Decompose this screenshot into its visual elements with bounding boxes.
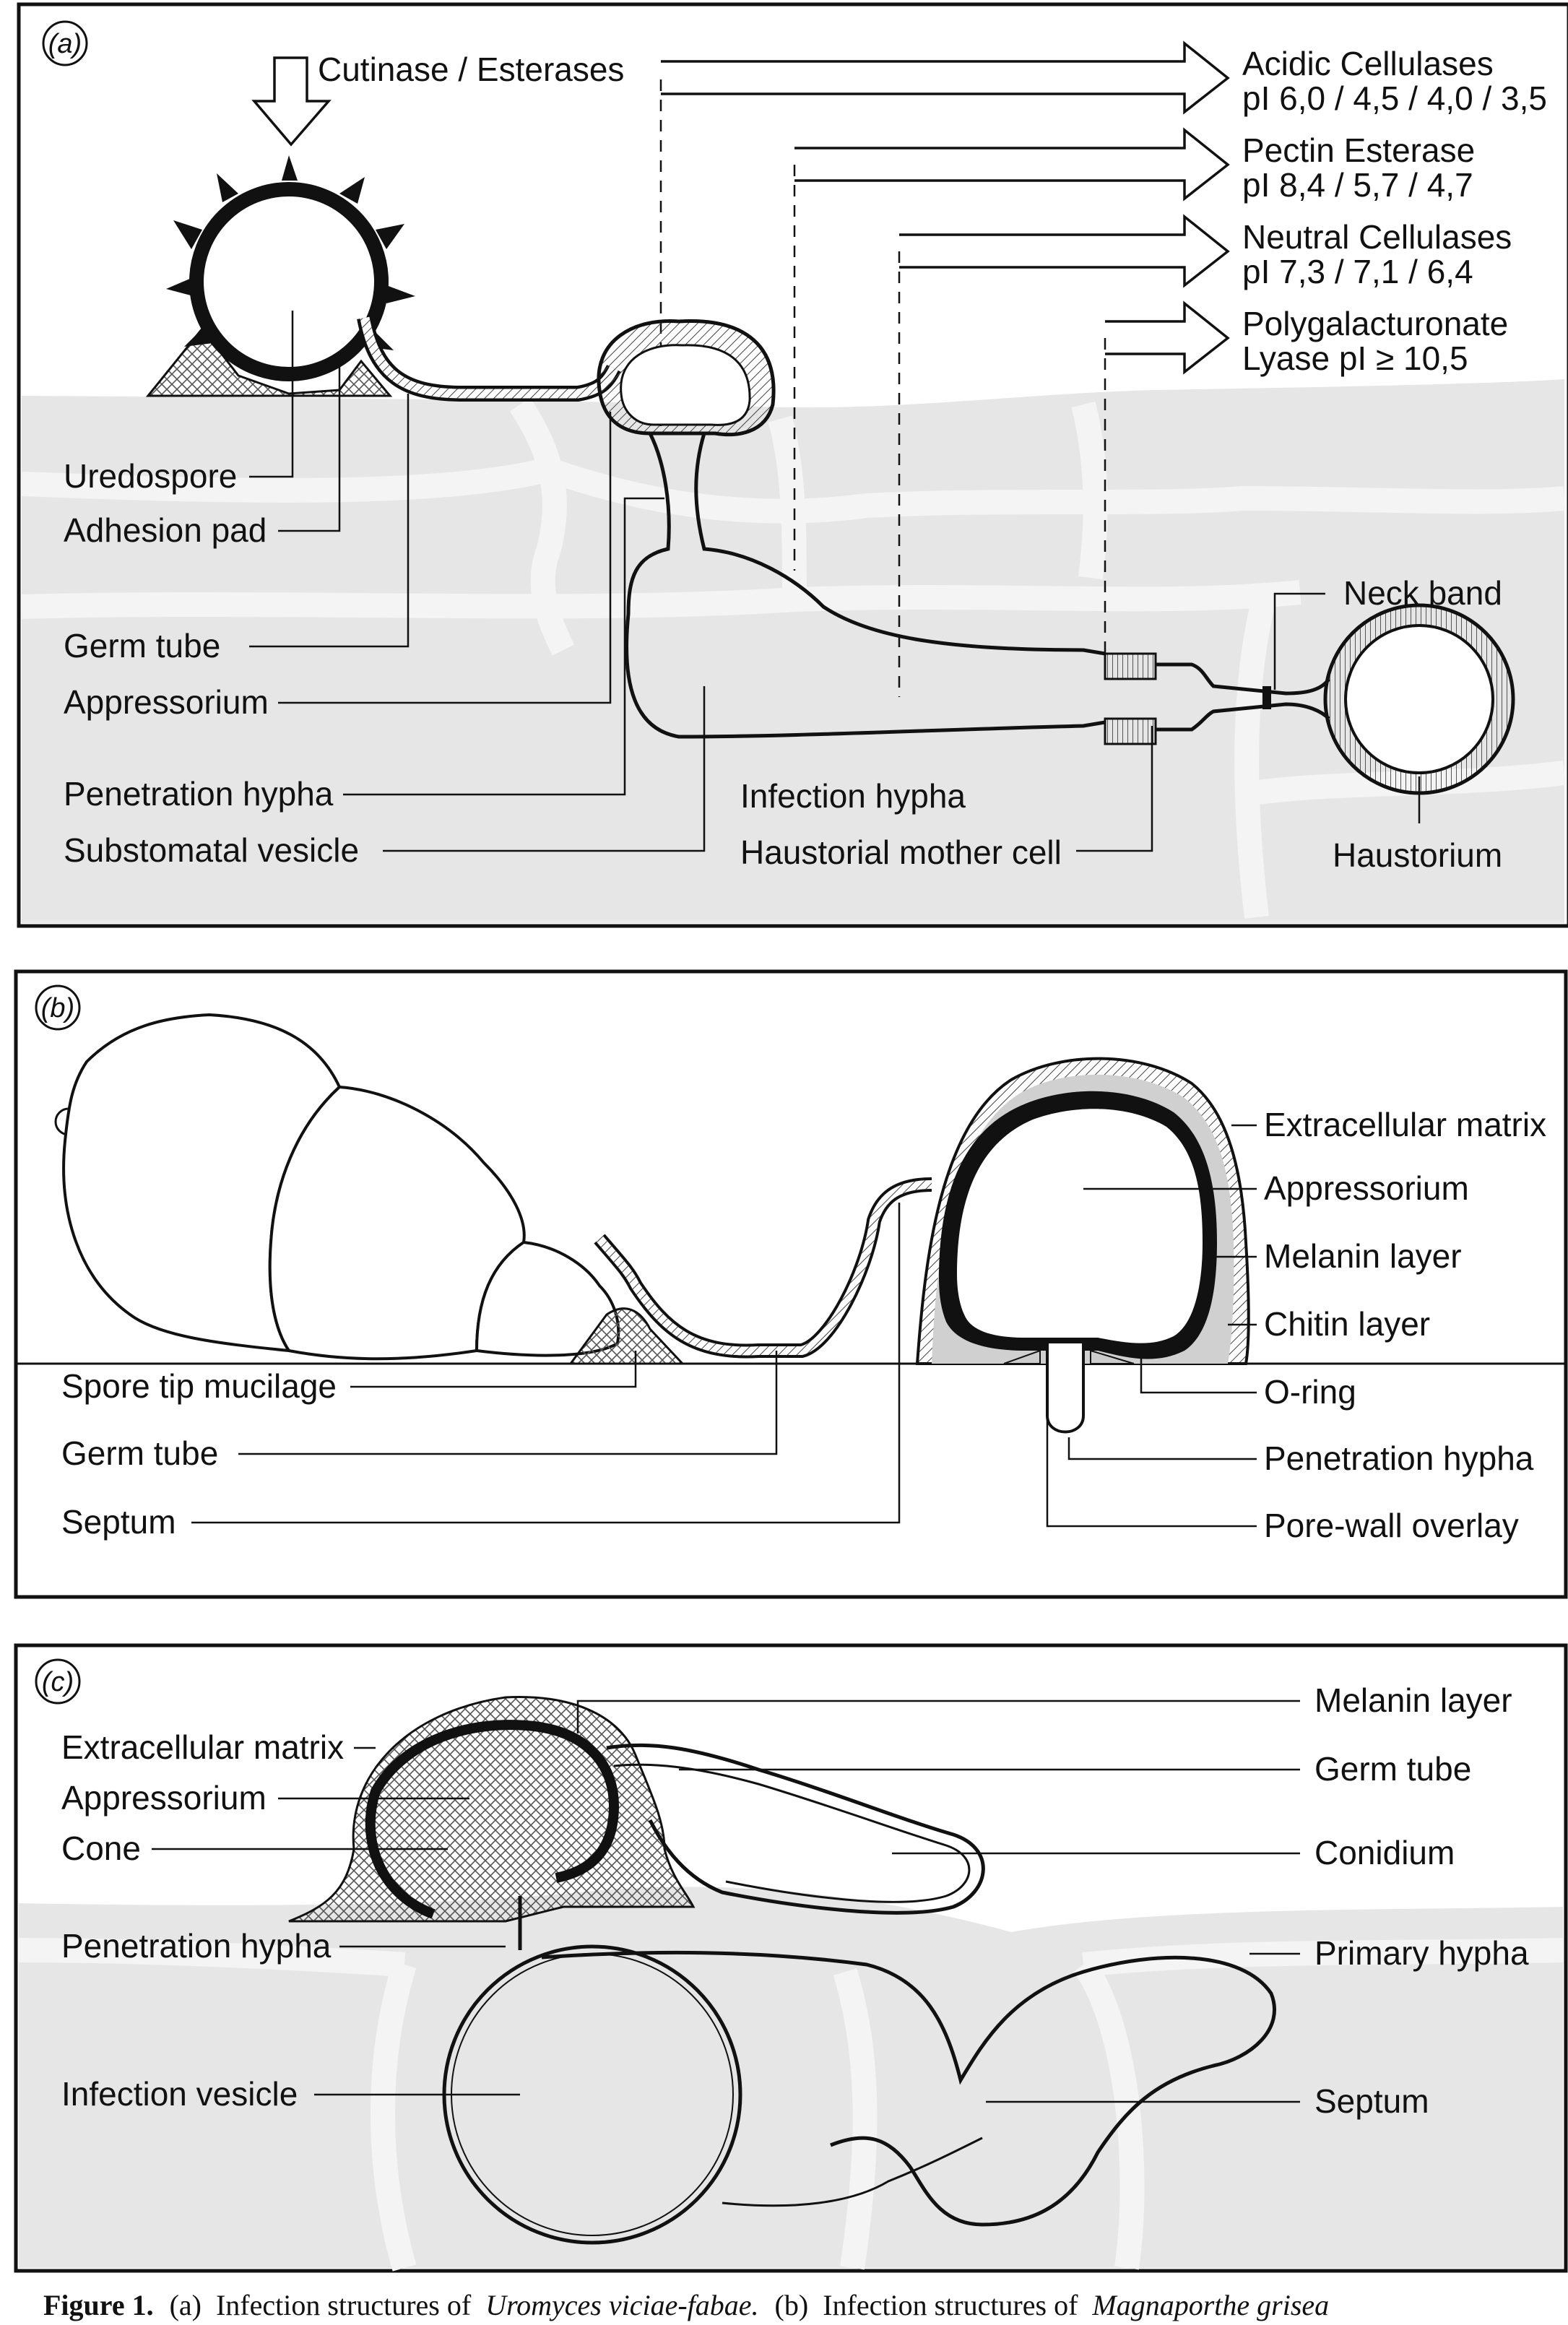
caption-figure: Figure 1. <box>43 2289 154 2321</box>
label-pgl-pi: Lyase pI ≥ 10,5 <box>1242 339 1468 377</box>
label-pgl: Polygalacturonate <box>1242 305 1508 342</box>
label-septum-b: Septum <box>61 1503 176 1541</box>
caption-b-tag: (b) <box>775 2289 809 2321</box>
label-penetration-hypha-c: Penetration hypha <box>61 1927 332 1965</box>
label-germ-tube-a: Germ tube <box>64 627 220 664</box>
penetration-hypha-b-shape <box>1046 1343 1085 1434</box>
haustorial-mother-cell-wall-bottom <box>1104 717 1157 745</box>
panel-c-tag-circle <box>35 1658 81 1705</box>
label-neutral-pi: pI 7,3 / 7,1 / 6,4 <box>1242 253 1473 290</box>
label-substomatal-vesicle: Substomatal vesicle <box>64 831 359 869</box>
spore-tip-mucilage-shape <box>568 1307 685 1365</box>
label-pectin-esterase: Pectin Esterase <box>1242 131 1475 169</box>
label-cutinase: Cutinase / Esterases <box>318 51 624 88</box>
panel-b-frame <box>14 969 1568 1599</box>
label-haustorium: Haustorium <box>1333 836 1502 874</box>
conidium-c-shape <box>606 1743 985 1915</box>
label-o-ring: O-ring <box>1264 1373 1356 1411</box>
panel-b-tag-circle <box>35 984 81 1031</box>
haustorial-mother-cell-wall-top <box>1104 652 1157 680</box>
substomatal-vesicle-lower <box>625 432 1106 739</box>
label-haustorial-mother-cell: Haustorial mother cell <box>740 834 1062 871</box>
panel-a-tag-circle <box>42 20 88 66</box>
panel-b: (b) <box>14 969 1568 1599</box>
haustorium-neck-lower <box>1156 702 1330 732</box>
melanin-layer-c <box>365 1720 620 1919</box>
panel-c-tag: (c) <box>42 1667 74 1697</box>
enzyme-arrows <box>659 40 1230 697</box>
panel-c-leaders <box>152 1700 1300 2103</box>
o-ring-shape <box>1003 1349 1135 1364</box>
label-germ-tube-b: Germ tube <box>61 1434 218 1472</box>
panel-b-leaders <box>191 1124 1257 1528</box>
caption-a-species: Uromyces viciae-fabae. <box>485 2289 758 2321</box>
haustorium-lumen <box>1344 624 1494 774</box>
label-germ-tube-c: Germ tube <box>1314 1750 1471 1788</box>
label-melanin-layer-c: Melanin layer <box>1314 1681 1512 1719</box>
caption-a-tag: (a) <box>170 2289 202 2321</box>
label-acidic-cellulases: Acidic Cellulases <box>1242 45 1494 82</box>
label-appressorium-c: Appressorium <box>61 1779 267 1817</box>
label-extracellular-matrix-b: Extracellular matrix <box>1264 1106 1546 1143</box>
panel-a: (a) <box>17 2 1568 928</box>
label-appressorium-b: Appressorium <box>1264 1169 1469 1207</box>
germ-tube-b-hatch <box>596 1180 932 1356</box>
label-spore-tip-mucilage: Spore tip mucilage <box>61 1367 337 1405</box>
label-penetration-hypha-a: Penetration hypha <box>64 775 334 813</box>
uredospore-shape <box>166 155 415 381</box>
neck-band-mark <box>1262 686 1271 709</box>
panel-a-tag: (a) <box>48 29 82 59</box>
label-conidium: Conidium <box>1314 1834 1455 1871</box>
appressorium-a-lumen <box>620 344 751 426</box>
primary-hypha-shape <box>541 1950 1277 2227</box>
panel-a-frame <box>17 2 1568 928</box>
germ-tube-a <box>357 316 621 402</box>
label-penetration-hypha-b: Penetration hypha <box>1264 1439 1534 1477</box>
label-adhesion-pad: Adhesion pad <box>64 511 267 549</box>
conidium-b-shape <box>54 1013 620 1361</box>
panel-c-frame <box>14 1643 1568 2273</box>
label-pore-wall-overlay: Pore-wall overlay <box>1264 1507 1519 1544</box>
label-pectin-pi: pI 8,4 / 5,7 / 4,7 <box>1242 166 1473 204</box>
label-uredospore: Uredospore <box>64 457 237 495</box>
panel-c: (c) <box>14 1643 1568 2273</box>
appressorium-b-lumen <box>957 1109 1203 1343</box>
caption-b-text: Infection structures of <box>823 2289 1078 2321</box>
caption-a-text: Infection structures of <box>216 2289 472 2321</box>
cutinase-arrow <box>251 56 332 147</box>
label-infection-hypha: Infection hypha <box>740 777 966 815</box>
label-infection-vesicle: Infection vesicle <box>61 2075 298 2113</box>
haustorium-neck-upper <box>1156 662 1331 696</box>
infection-hypha-upper <box>694 433 1106 656</box>
figure-caption: Figure 1. (a) Infection structures of Ur… <box>43 2289 1329 2321</box>
label-septum-c: Septum <box>1314 2082 1429 2120</box>
label-extracellular-matrix-c: Extracellular matrix <box>61 1728 344 1766</box>
label-appressorium-a: Appressorium <box>64 683 269 721</box>
caption-b-species: Magnaporthe grisea <box>1091 2289 1329 2321</box>
panel-b-tag: (b) <box>41 993 74 1023</box>
label-neck-band: Neck band <box>1343 574 1502 612</box>
label-acidic-pi: pI 6,0 / 4,5 / 4,0 / 3,5 <box>1242 79 1547 117</box>
label-melanin-layer-b: Melanin layer <box>1264 1237 1462 1275</box>
primary-hypha-lower <box>722 2136 983 2207</box>
label-cone: Cone <box>61 1830 141 1867</box>
label-primary-hypha: Primary hypha <box>1314 1934 1529 1972</box>
panel-a-leaders <box>249 311 1421 852</box>
conidium-c-inner <box>613 1763 971 1903</box>
label-chitin-layer-b: Chitin layer <box>1264 1305 1430 1343</box>
host-cell-walls <box>21 397 1567 919</box>
label-neutral-cellulases: Neutral Cellulases <box>1242 218 1512 256</box>
